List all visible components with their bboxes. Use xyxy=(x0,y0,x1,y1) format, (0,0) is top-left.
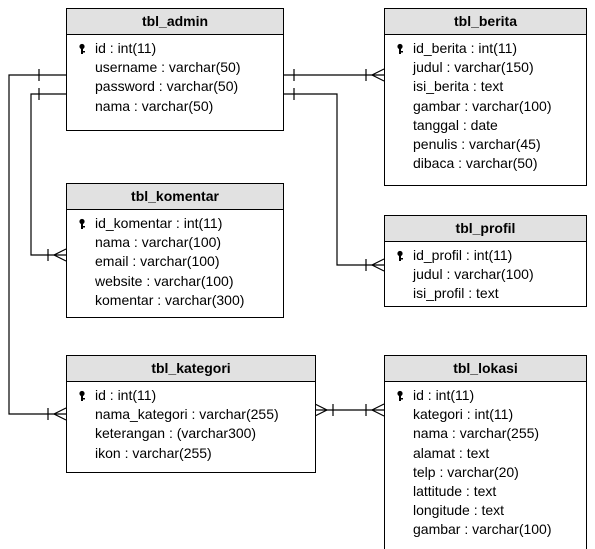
field-label: nama : varchar(50) xyxy=(95,97,214,114)
field-username: username : varchar(50) xyxy=(77,58,283,77)
field-keterangan: keterangan : (varchar300) xyxy=(77,424,315,443)
field-label: alamat : text xyxy=(413,444,490,461)
key-icon xyxy=(79,218,85,229)
field-label: judul : varchar(150) xyxy=(413,59,534,76)
field-label: id_profil : int(11) xyxy=(413,247,513,263)
field-label: nama_kategori : varchar(255) xyxy=(95,406,279,423)
field-nama: nama : varchar(255) xyxy=(395,424,586,443)
table-tbl-berita[interactable]: tbl_berita id_berita : int(11) judul : v… xyxy=(384,8,587,186)
field-label: telp : varchar(20) xyxy=(413,463,519,480)
field-label: id : int(11) xyxy=(95,40,157,56)
field-id-berita: id_berita : int(11) xyxy=(395,39,586,58)
field-gambar: gambar : varchar(100) xyxy=(395,97,586,116)
many-marker xyxy=(47,248,67,262)
field-label: email : varchar(100) xyxy=(95,253,220,270)
table-title: tbl_komentar xyxy=(67,184,283,210)
table-tbl-komentar[interactable]: tbl_komentar id_komentar : int(11) nama … xyxy=(66,183,284,318)
field-judul: judul : varchar(150) xyxy=(395,58,586,77)
field-penulis: penulis : varchar(45) xyxy=(395,135,586,154)
field-id: id : int(11) xyxy=(395,386,586,405)
table-tbl-lokasi[interactable]: tbl_lokasi id : int(11) kategori : int(1… xyxy=(384,355,587,549)
field-longitude: longitude : text xyxy=(395,501,586,520)
key-icon xyxy=(397,390,403,401)
field-nama: nama : varchar(50) xyxy=(77,97,283,116)
table-title: tbl_kategori xyxy=(67,356,315,382)
field-label: username : varchar(50) xyxy=(95,59,241,76)
key-icon xyxy=(397,250,403,261)
relation-admin-profil xyxy=(283,93,384,266)
table-tbl-admin[interactable]: tbl_admin id : int(11) username : varcha… xyxy=(66,8,284,131)
relation-admin-komentar xyxy=(30,93,66,256)
many-marker xyxy=(365,403,385,417)
field-id-profil: id_profil : int(11) xyxy=(395,246,586,265)
field-label: komentar : varchar(300) xyxy=(95,291,245,308)
many-marker xyxy=(365,258,385,272)
field-kategori: kategori : int(11) xyxy=(395,405,586,424)
field-label: tanggal : date xyxy=(413,116,498,133)
field-password: password : varchar(50) xyxy=(77,77,283,96)
field-label: id_berita : int(11) xyxy=(413,40,518,56)
field-nama: nama : varchar(100) xyxy=(77,233,283,252)
field-isi-profil: isi_profil : text xyxy=(395,284,586,303)
table-title: tbl_admin xyxy=(67,9,283,35)
field-email: email : varchar(100) xyxy=(77,252,283,271)
field-dibaca: dibaca : varchar(50) xyxy=(395,154,586,173)
field-website: website : varchar(100) xyxy=(77,272,283,291)
field-nama-kategori: nama_kategori : varchar(255) xyxy=(77,405,315,424)
field-alamat: alamat : text xyxy=(395,444,586,463)
field-label: penulis : varchar(45) xyxy=(413,135,541,152)
field-label: ikon : varchar(255) xyxy=(95,444,212,461)
field-label: id : int(11) xyxy=(95,387,157,403)
key-icon xyxy=(397,43,403,54)
field-label: longitude : text xyxy=(413,502,505,519)
field-isi-berita: isi_berita : text xyxy=(395,77,586,96)
field-label: nama : varchar(255) xyxy=(413,425,540,442)
field-tanggal: tanggal : date xyxy=(395,116,586,135)
key-icon xyxy=(79,390,85,401)
field-label: website : varchar(100) xyxy=(95,272,234,289)
field-label: nama : varchar(100) xyxy=(95,234,222,251)
key-icon xyxy=(79,43,85,54)
field-label: gambar : varchar(100) xyxy=(413,521,552,538)
field-label: judul : varchar(100) xyxy=(413,266,534,283)
field-id: id : int(11) xyxy=(77,39,283,58)
many-marker xyxy=(47,407,67,421)
field-judul: judul : varchar(100) xyxy=(395,265,586,284)
field-telp: telp : varchar(20) xyxy=(395,463,586,482)
field-label: isi_profil : text xyxy=(413,285,499,302)
field-id: id : int(11) xyxy=(77,386,315,405)
field-lattitude: lattitude : text xyxy=(395,482,586,501)
table-tbl-profil[interactable]: tbl_profil id_profil : int(11) judul : v… xyxy=(384,215,587,307)
field-id-komentar: id_komentar : int(11) xyxy=(77,214,283,233)
field-label: id : int(11) xyxy=(413,387,475,403)
field-komentar: komentar : varchar(300) xyxy=(77,291,283,310)
relation-admin-kategori xyxy=(8,74,66,415)
table-title: tbl_berita xyxy=(385,9,586,35)
table-title: tbl_lokasi xyxy=(385,356,586,382)
field-label: password : varchar(50) xyxy=(95,78,239,95)
field-label: isi_berita : text xyxy=(413,78,504,95)
field-label: kategori : int(11) xyxy=(413,406,514,423)
table-tbl-kategori[interactable]: tbl_kategori id : int(11) nama_kategori … xyxy=(66,355,316,473)
table-title: tbl_profil xyxy=(385,216,586,242)
field-label: lattitude : text xyxy=(413,482,497,499)
field-label: gambar : varchar(100) xyxy=(413,97,552,114)
many-marker xyxy=(314,403,329,417)
many-marker xyxy=(365,68,385,82)
field-label: keterangan : (varchar300) xyxy=(95,425,257,442)
field-ikon: ikon : varchar(255) xyxy=(77,444,315,463)
field-label: dibaca : varchar(50) xyxy=(413,155,538,172)
field-gambar: gambar : varchar(100) xyxy=(395,520,586,539)
field-label: id_komentar : int(11) xyxy=(95,215,223,231)
